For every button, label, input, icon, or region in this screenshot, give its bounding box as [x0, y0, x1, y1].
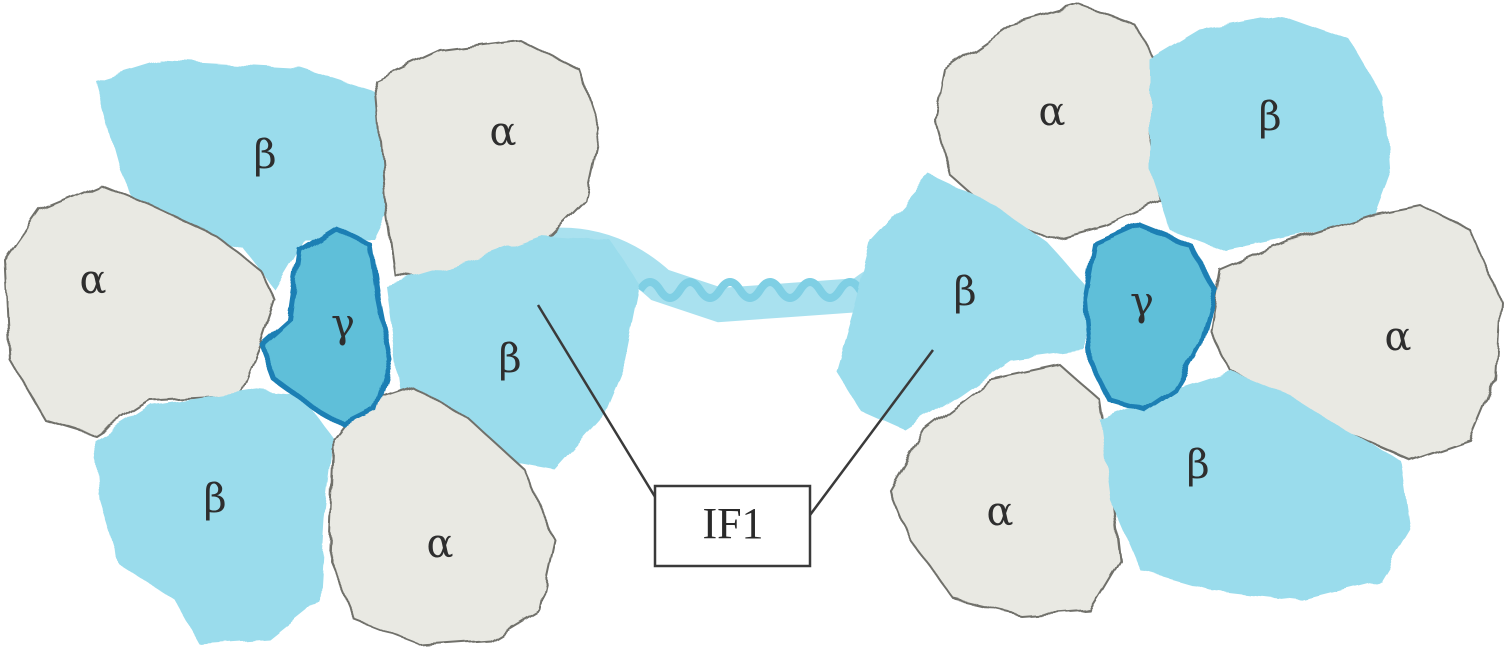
if1-leader-line-left — [536, 304, 662, 506]
right-f1-complex — [835, 3, 1502, 617]
left-beta-top-label: β — [253, 132, 276, 178]
left-alpha-bottom-label: α — [426, 521, 453, 567]
if1-label: IF1 — [702, 499, 763, 548]
if1-leader-line-right — [808, 349, 935, 516]
right-alpha-bottom-label: α — [986, 489, 1013, 535]
left-alpha-left-subunit — [3, 183, 277, 437]
left-beta-bottom-label: β — [203, 476, 226, 522]
left-alpha-bottom-subunit — [328, 383, 557, 647]
right-alpha-bottom-subunit — [888, 363, 1122, 617]
right-beta-bottom-subunit — [1100, 370, 1410, 600]
right-beta-top-label: β — [1258, 94, 1281, 140]
if1-label-box — [653, 484, 812, 568]
right-beta-top-subunit — [1150, 15, 1390, 250]
right-alpha-top-label: α — [1038, 89, 1065, 135]
left-alpha-top-label: α — [489, 109, 516, 155]
right-beta-bottom-label: β — [1186, 442, 1209, 488]
right-beta-left-label: β — [953, 269, 976, 315]
left-gamma-label: γ — [331, 301, 355, 347]
left-gamma-subunit — [259, 225, 393, 428]
left-beta-bottom-subunit — [95, 390, 335, 645]
left-beta-top-subunit — [95, 60, 395, 290]
left-complex-labels: β α α γ β β α — [79, 109, 521, 567]
left-alpha-left-label: α — [79, 257, 106, 303]
if1-callout: IF1 — [536, 304, 935, 568]
right-complex-labels: α β β γ α α β — [953, 89, 1411, 535]
left-f1-complex — [3, 38, 640, 647]
right-gamma-label: γ — [1130, 279, 1154, 325]
left-beta-right-label: β — [498, 336, 521, 382]
left-alpha-top-subunit — [373, 38, 602, 282]
right-alpha-right-label: α — [1384, 314, 1411, 360]
right-beta-left-subunit — [835, 175, 1085, 430]
right-gamma-subunit — [1082, 222, 1218, 413]
